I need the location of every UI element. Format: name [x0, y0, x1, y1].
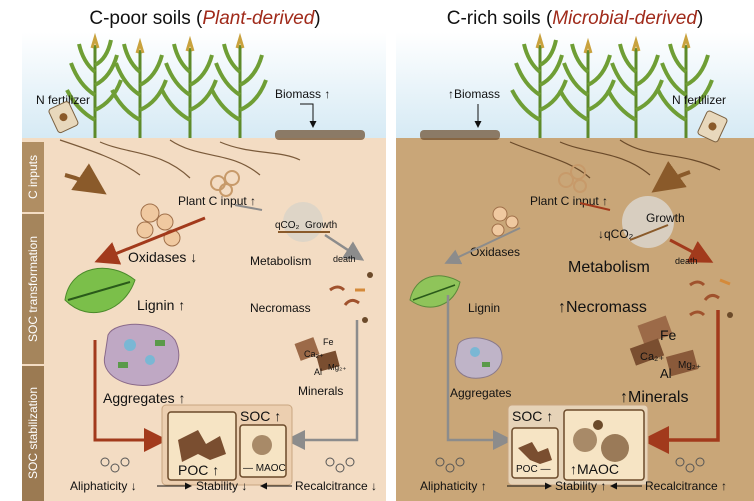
right-soc-label: SOC ↑ — [512, 408, 553, 424]
right-qco2-label: ↓qCO₂ — [598, 227, 634, 241]
right-stability-label: Stability ↑ — [555, 479, 606, 493]
svg-text:Fe: Fe — [660, 327, 677, 343]
right-maoc-label: ↑MAOC — [570, 461, 619, 477]
sidebar: C inputs SOC transformation SOC stabiliz… — [22, 142, 44, 501]
right-minerals-label: ↑Minerals — [620, 389, 688, 406]
left-lignin-label: Lignin ↑ — [137, 297, 185, 313]
right-molecule-icons — [435, 457, 705, 473]
right-biomass-label: ↑Biomass — [448, 87, 500, 101]
sidebar-soc-stabilization: SOC stabilization — [26, 387, 40, 479]
right-minerals-icon: Fe Ca₂₊ Mg₂₊ Al — [629, 315, 701, 381]
svg-text:Fe: Fe — [323, 337, 334, 347]
svg-text:Al: Al — [314, 367, 322, 377]
left-lignin-leaf-icon — [64, 267, 136, 314]
right-necromass-icon — [689, 278, 733, 318]
left-plant-c-input-label: Plant C input ↑ — [178, 194, 256, 208]
right-n-fertilizer-label: N fertilizer — [672, 93, 726, 107]
svg-text:Al: Al — [660, 366, 672, 381]
left-necromass-icon — [329, 272, 373, 323]
left-necromass-label: Necromass — [250, 301, 311, 315]
right-aggregates-icon — [454, 337, 503, 379]
left-minerals-label: Minerals — [298, 384, 343, 398]
left-death-label: death — [333, 254, 356, 264]
left-aggregates-label: Aggregates ↑ — [103, 390, 186, 406]
left-oxidases-icon — [136, 203, 181, 247]
left-maoc-label: — MAOC — [243, 463, 286, 474]
right-oxidases-icon — [491, 206, 519, 237]
right-necromass-label: ↑Necromass — [558, 299, 647, 316]
right-growth-label: Growth — [646, 211, 685, 225]
left-crop-plants — [59, 32, 365, 179]
left-oxidases-label: Oxidases ↓ — [128, 249, 197, 265]
left-biomass-label: Biomass ↑ — [275, 87, 330, 101]
left-poc-label: POC ↑ — [178, 462, 219, 478]
right-aggregates-label: Aggregates — [450, 386, 511, 400]
right-fertilizer-bag-icon — [697, 110, 728, 143]
left-molecule-icons — [100, 457, 355, 473]
left-growth-label: Growth — [305, 220, 337, 231]
left-title: C-poor soils (Plant-derived) — [89, 8, 320, 29]
left-recalcitrance-label: Recalcitrance ↓ — [295, 479, 377, 493]
left-fertilizer-bag-icon — [48, 101, 79, 134]
svg-text:Mg₂₊: Mg₂₊ — [328, 363, 346, 372]
sidebar-soc-transformation: SOC transformation — [26, 236, 40, 342]
left-n-fertilizer-label: N fertilizer — [36, 93, 90, 107]
left-stability-label: Stability ↓ — [196, 479, 247, 493]
right-metabolism-label: Metabolism — [568, 259, 650, 276]
right-poc-label: POC — — [516, 464, 550, 475]
right-title: C-rich soils (Microbial-derived) — [447, 8, 704, 29]
right-aliphaticity-label: Aliphaticity ↑ — [420, 479, 487, 493]
left-minerals-icon: Ca₂₊ Fe Mg₂₊ Al — [294, 337, 346, 377]
left-aggregates-icon — [103, 323, 180, 386]
right-death-label: death — [675, 256, 698, 266]
left-aliphaticity-label: Aliphaticity ↓ — [70, 479, 137, 493]
left-metabolism-label: Metabolism — [250, 254, 311, 268]
right-metabolism-icon — [622, 196, 674, 248]
svg-text:Mg₂₊: Mg₂₊ — [678, 360, 701, 371]
left-plant-c-input-icon — [210, 170, 240, 197]
right-oxidases-label: Oxidases — [470, 245, 520, 259]
right-lignin-label: Lignin — [468, 301, 500, 315]
svg-text:Ca₂₊: Ca₂₊ — [304, 349, 324, 359]
svg-text:Ca₂₊: Ca₂₊ — [640, 351, 664, 363]
right-recalcitrance-label: Recalcitrance ↑ — [645, 479, 727, 493]
right-plant-c-input-icon — [558, 164, 587, 193]
left-soc-label: SOC ↑ — [240, 408, 281, 424]
sidebar-c-inputs: C inputs — [26, 155, 40, 199]
left-qco2-label: qCO₂ — [275, 220, 300, 231]
right-crop-plants — [420, 32, 721, 179]
